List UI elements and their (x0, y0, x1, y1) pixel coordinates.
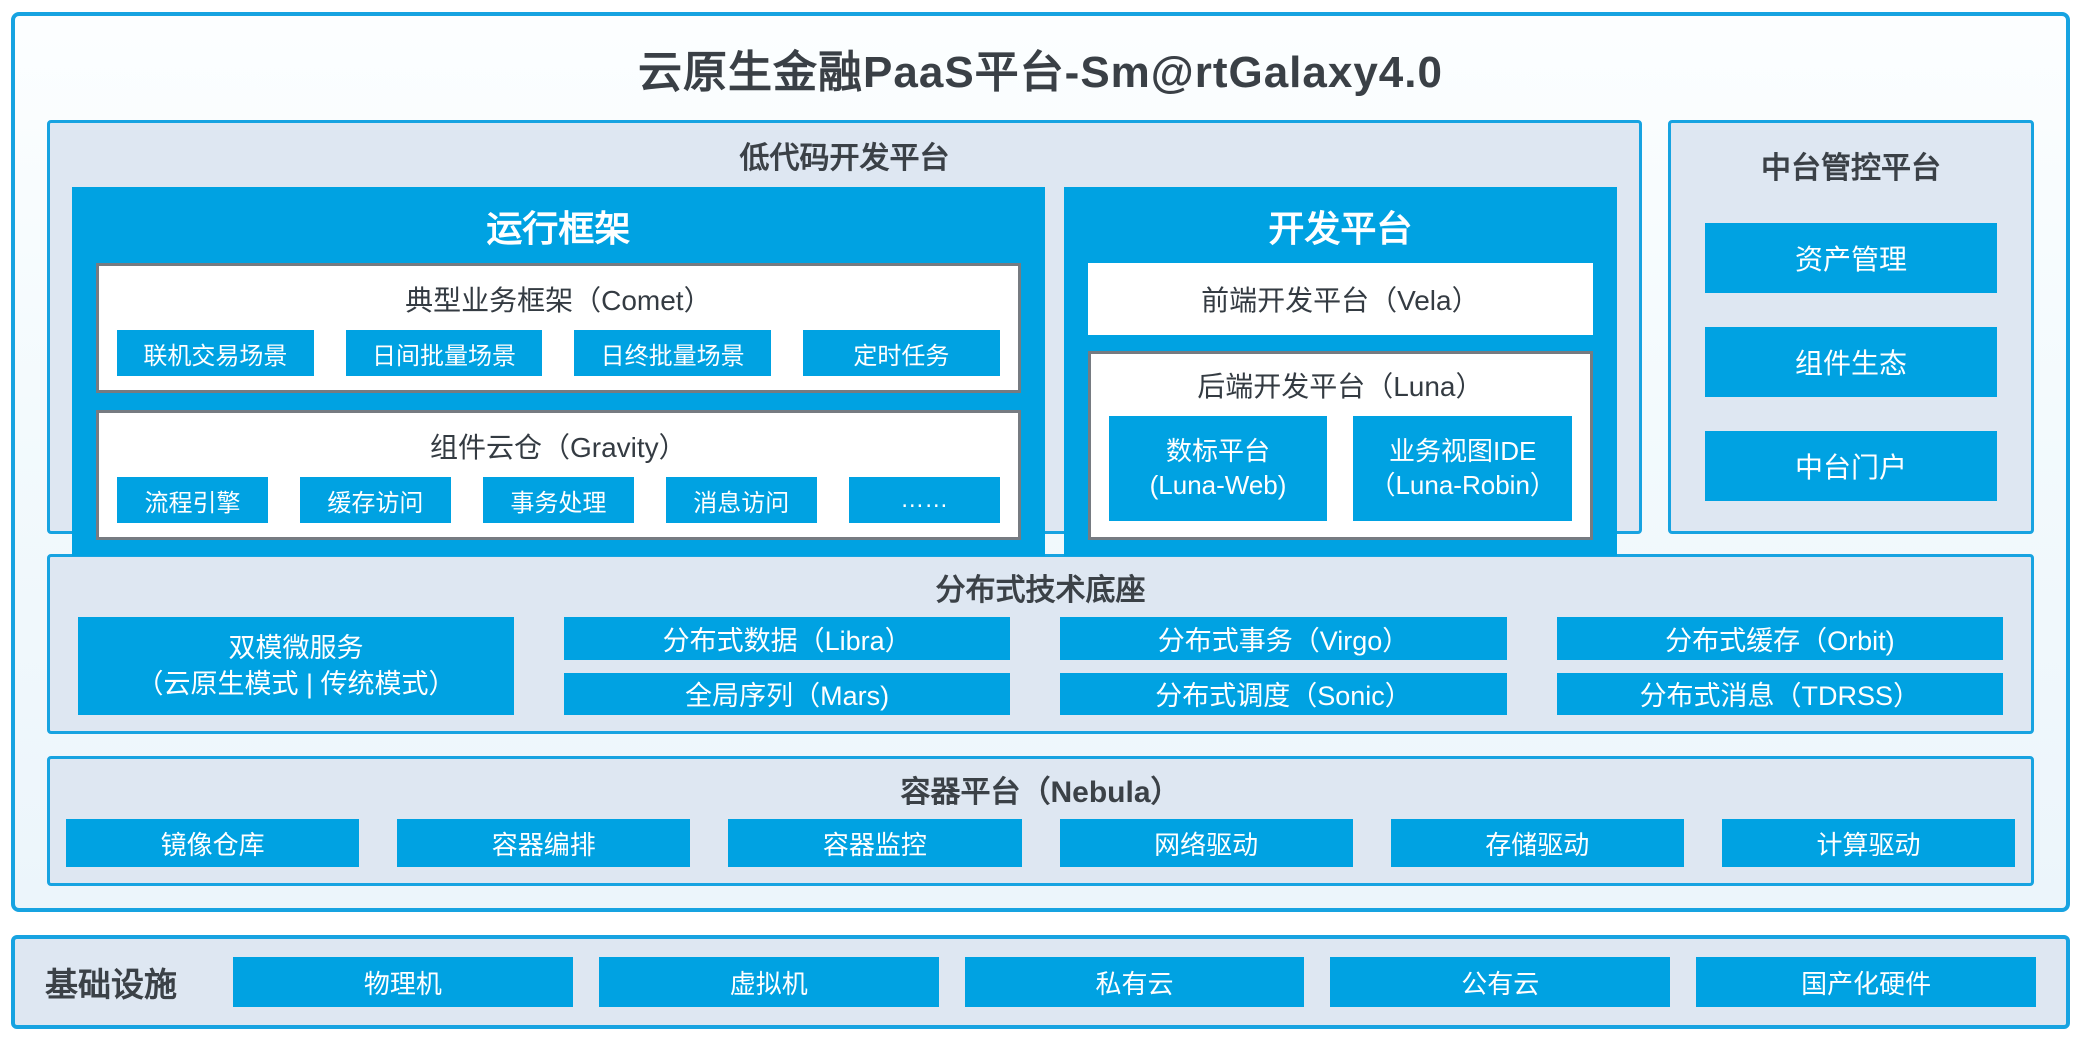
gravity-title: 组件云仓（Gravity） (430, 432, 687, 463)
platform-frame: 云原生金融PaaS平台-Sm@rtGalaxy4.0 低代码开发平台 运行框架 … (11, 12, 2070, 912)
luna-robin-code: （Luna-Robin） (1369, 469, 1556, 500)
top-row: 低代码开发平台 运行框架 典型业务框架（Comet） 联机交易场景 日间批量场景… (47, 120, 2034, 556)
distributed-item: 分布式消息（TDRSS） (1556, 672, 2003, 715)
mid-platform-item: 组件生态 (1705, 327, 1997, 397)
page-title: 云原生金融PaaS平台-Sm@rtGalaxy4.0 (638, 48, 1443, 97)
container-item: 容器编排 (397, 819, 691, 867)
distributed-item: 分布式数据（Libra） (564, 617, 1011, 660)
distributed-item: 分布式事务（Virgo） (1060, 617, 1507, 660)
distributed-grid: 双模微服务 （云原生模式 | 传统模式） 分布式数据（Libra） 分布式事务（… (78, 617, 2003, 715)
dev-platform-title: 开发平台 (1268, 208, 1413, 249)
container-item: 容器监控 (728, 819, 1022, 867)
luna-item-robin: 业务视图IDE （Luna-Robin） (1353, 416, 1573, 521)
luna-title: 后端开发平台（Luna） (1197, 371, 1484, 402)
infrastructure-item: 私有云 (964, 957, 1305, 1007)
container-platform-items: 镜像仓库 容器编排 容器监控 网络驱动 存储驱动 计算驱动 (66, 819, 2016, 867)
mid-platform-title: 中台管控平台 (1761, 152, 1941, 185)
luna-robin-name: 业务视图IDE (1389, 435, 1537, 466)
infrastructure-item: 国产化硬件 (1696, 957, 2036, 1007)
luna-web-code: (Luna-Web) (1149, 469, 1287, 500)
container-platform-title: 容器平台（Nebula） (900, 776, 1181, 809)
gravity-item: …… (848, 477, 1000, 523)
low-code-body: 运行框架 典型业务框架（Comet） 联机交易场景 日间批量场景 日终批量场景 … (72, 187, 1617, 556)
gravity-items: 流程引擎 缓存访问 事务处理 消息访问 …… (117, 477, 1000, 523)
distributed-base-title: 分布式技术底座 (935, 574, 1146, 607)
dual-mode-line2: （云原生模式 | 传统模式） (136, 669, 456, 699)
vela-label: 前端开发平台（Vela） (1201, 285, 1480, 316)
container-item: 存储驱动 (1390, 819, 1684, 867)
mid-platform-item: 中台门户 (1705, 431, 1997, 501)
infrastructure-items: 物理机 虚拟机 私有云 公有云 国产化硬件 (233, 957, 2036, 1007)
gravity-item: 消息访问 (665, 477, 817, 523)
comet-item: 日间批量场景 (345, 330, 543, 376)
infrastructure-title: 基础设施 (45, 966, 177, 1003)
gravity-box: 组件云仓（Gravity） 流程引擎 缓存访问 事务处理 消息访问 …… (96, 410, 1021, 540)
infrastructure-item: 虚拟机 (598, 957, 939, 1007)
section-mid-platform-control: 中台管控平台 资产管理 组件生态 中台门户 (1668, 120, 2034, 534)
container-item: 网络驱动 (1059, 819, 1353, 867)
comet-item: 定时任务 (803, 330, 1000, 376)
mid-platform-item: 资产管理 (1705, 223, 1997, 293)
panel-runtime-framework: 运行框架 典型业务框架（Comet） 联机交易场景 日间批量场景 日终批量场景 … (72, 187, 1045, 556)
distributed-item: 分布式调度（Sonic） (1060, 672, 1507, 715)
section-infrastructure: 基础设施 物理机 虚拟机 私有云 公有云 国产化硬件 (11, 935, 2070, 1029)
comet-item: 联机交易场景 (117, 330, 314, 376)
mid-platform-items: 资产管理 组件生态 中台门户 (1705, 223, 1997, 501)
comet-box: 典型业务框架（Comet） 联机交易场景 日间批量场景 日终批量场景 定时任务 (96, 263, 1021, 393)
section-low-code-platform: 低代码开发平台 运行框架 典型业务框架（Comet） 联机交易场景 日间批量场景… (47, 120, 1642, 556)
panel-dev-platform: 开发平台 前端开发平台（Vela） 后端开发平台（Luna） 数标平台 (Lun… (1063, 187, 1617, 556)
luna-web-name: 数标平台 (1166, 435, 1271, 466)
distributed-item: 全局序列（Mars) (564, 672, 1011, 715)
luna-item-web: 数标平台 (Luna-Web) (1108, 416, 1328, 521)
vela-box: 前端开发平台（Vela） (1087, 263, 1593, 335)
container-item: 镜像仓库 (66, 819, 360, 867)
infrastructure-item: 公有云 (1330, 957, 1671, 1007)
gravity-item: 缓存访问 (299, 477, 451, 523)
distributed-item: 分布式缓存（Orbit) (1556, 617, 2003, 660)
section-container-platform: 容器平台（Nebula） 镜像仓库 容器编排 容器监控 网络驱动 存储驱动 计算… (47, 756, 2034, 886)
dual-mode-microservice: 双模微服务 （云原生模式 | 传统模式） (78, 617, 514, 715)
gravity-item: 事务处理 (482, 477, 634, 523)
section-distributed-base: 分布式技术底座 双模微服务 （云原生模式 | 传统模式） 分布式数据（Libra… (47, 554, 2034, 734)
comet-title: 典型业务框架（Comet） (405, 285, 712, 316)
comet-item: 日终批量场景 (574, 330, 772, 376)
comet-items: 联机交易场景 日间批量场景 日终批量场景 定时任务 (117, 330, 1000, 376)
gravity-item: 流程引擎 (117, 477, 268, 523)
luna-box: 后端开发平台（Luna） 数标平台 (Luna-Web) 业务视图IDE （Lu… (1087, 351, 1593, 540)
dual-mode-line1: 双模微服务 (228, 632, 364, 663)
runtime-framework-title: 运行框架 (486, 208, 631, 249)
low-code-title: 低代码开发平台 (739, 142, 950, 175)
infrastructure-item: 物理机 (233, 957, 573, 1007)
luna-items: 数标平台 (Luna-Web) 业务视图IDE （Luna-Robin） (1108, 416, 1573, 521)
container-item: 计算驱动 (1721, 819, 2016, 867)
